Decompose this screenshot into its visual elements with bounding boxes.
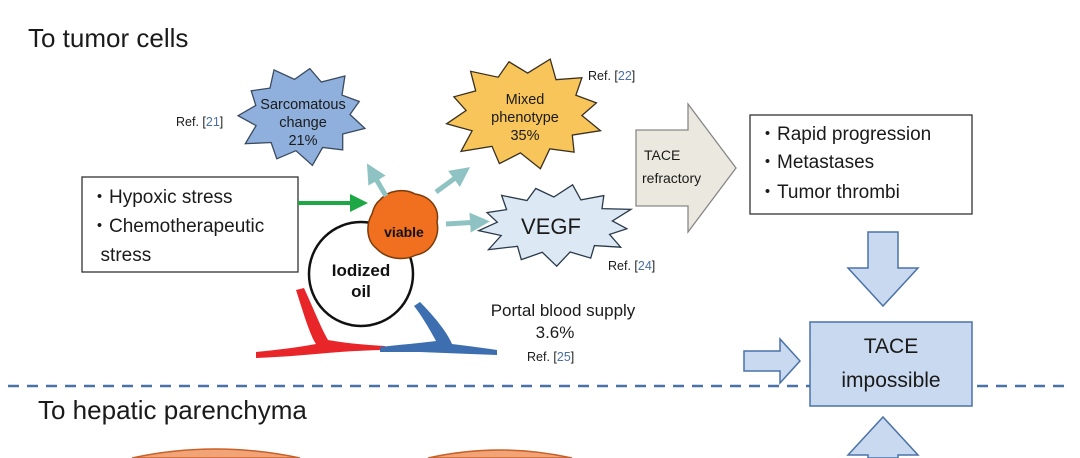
vessel-blue (380, 302, 497, 355)
arrow-to-vegf (445, 212, 490, 233)
sarcomatous-line3: 21% (288, 133, 317, 149)
vessel-red (256, 288, 385, 358)
parenchyma-shape-right (427, 449, 573, 458)
up-block-arrow (846, 415, 920, 458)
section-title-tumor-cells: To tumor cells (28, 23, 188, 53)
viable-label: viable (384, 224, 424, 240)
stress-line-stress: stress (90, 245, 151, 266)
outcome-metastases: ・Metastases (758, 152, 874, 173)
ref-21: Ref. [21] (176, 115, 223, 129)
sarcomatous-change-star: Sarcomatous change 21% (236, 67, 367, 167)
ref-22: Ref. [22] (588, 69, 635, 83)
mixed-line1: Mixed (506, 92, 545, 108)
right-block-arrow (743, 337, 802, 385)
stress-line-chemo: ・Chemotherapeutic (90, 216, 264, 237)
portal-blood-supply-value: 3.6% (536, 323, 575, 342)
tace-refractory-line1: TACE (644, 147, 680, 163)
ref-25: Ref. [25] (527, 350, 574, 364)
stress-arrow (298, 194, 368, 212)
vegf-star: VEGF (476, 183, 634, 268)
stress-line-hypoxic: ・Hypoxic stress (90, 187, 233, 208)
tace-impossible-line2: impossible (841, 369, 940, 392)
outcome-tumor-thrombi: ・Tumor thrombi (758, 182, 900, 203)
sarcomatous-line2: change (279, 115, 327, 131)
arrow-to-mixed (434, 167, 471, 195)
tace-refractory-line2: refractory (642, 170, 701, 186)
stress-box: ・Hypoxic stress ・Chemotherapeutic stress (81, 176, 299, 273)
parenchyma-shape-left (131, 448, 301, 458)
section-title-hepatic-parenchyma: To hepatic parenchyma (38, 395, 307, 425)
iodized-oil-label-line2: oil (351, 282, 371, 301)
down-block-arrow (846, 231, 920, 308)
mixed-phenotype-star: Mixed phenotype 35% (445, 58, 603, 170)
arrow-to-sarcomatous (366, 163, 389, 198)
tace-impossible-box: TACE impossible (809, 321, 973, 407)
outcome-rapid-progression: ・Rapid progression (758, 124, 931, 145)
vegf-label: VEGF (521, 214, 581, 239)
sarcomatous-line1: Sarcomatous (260, 97, 345, 113)
mixed-line2: phenotype (491, 110, 559, 126)
tace-impossible-line1: TACE (864, 335, 918, 358)
ref-24: Ref. [24] (608, 259, 655, 273)
viable-tumor: viable (367, 189, 439, 260)
portal-blood-supply-label: Portal blood supply (491, 301, 636, 320)
mixed-line3: 35% (510, 128, 539, 144)
outcome-box: ・Rapid progression ・Metastases ・Tumor th… (749, 114, 973, 215)
tace-refractory-arrow: TACE refractory (635, 102, 737, 234)
iodized-oil-label-line1: Iodized (332, 261, 391, 280)
